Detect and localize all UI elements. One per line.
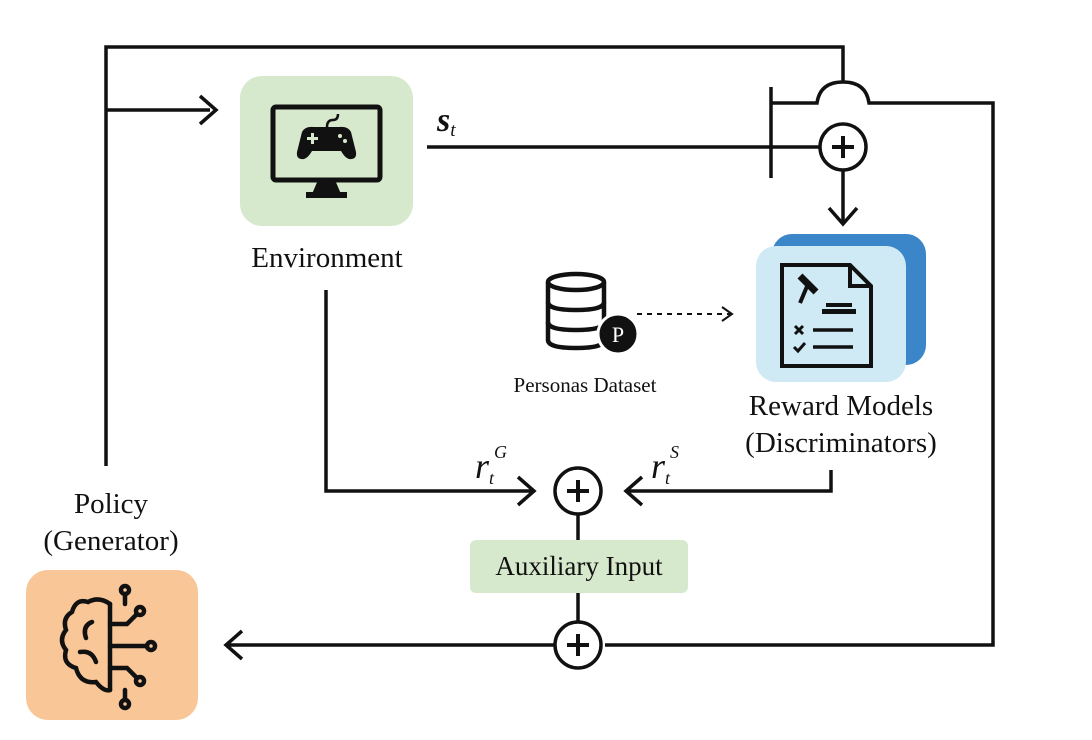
reward-g-label: rtG (475, 442, 507, 488)
reward-models-label-line1: Reward Models (749, 390, 933, 422)
policy-node: Policy (Generator) (26, 488, 198, 720)
monitor-gamepad-icon (270, 104, 383, 198)
state-label: st (436, 102, 456, 141)
auxiliary-input-node: Auxiliary Input (470, 540, 688, 593)
reward-sum-node (553, 466, 603, 516)
reward-models-node: Reward Models (Discriminators) (745, 234, 937, 459)
disc-reward-line (628, 470, 833, 493)
reward-loop-line (605, 80, 995, 647)
auxiliary-input-box (470, 540, 688, 593)
persona-badge-letter: P (612, 322, 624, 347)
policy-input-sum-node (553, 620, 603, 670)
persona-badge (596, 312, 640, 356)
personas-dataset-label: Personas Dataset (514, 373, 657, 397)
policy-feedback-line (104, 45, 845, 466)
auxiliary-input-label: Auxiliary Input (495, 551, 663, 581)
brain-circuit-icon (59, 583, 158, 711)
personas-dataset-node: P Personas Dataset (514, 271, 657, 397)
reward-s-label: rtS (651, 442, 679, 488)
state-sum-node (818, 122, 868, 172)
policy-label-line1: Policy (74, 488, 149, 520)
gavel-checklist-icon (780, 263, 873, 368)
connections (104, 45, 995, 661)
reward-models-label-line2: (Discriminators) (745, 427, 937, 459)
env-reward-line (324, 290, 532, 493)
environment-label: Environment (251, 242, 402, 274)
environment-node: Environment (240, 76, 413, 274)
policy-label-line2: (Generator) (43, 525, 178, 557)
database-icon (545, 271, 607, 351)
persona-to-reward-arrow (637, 306, 734, 322)
